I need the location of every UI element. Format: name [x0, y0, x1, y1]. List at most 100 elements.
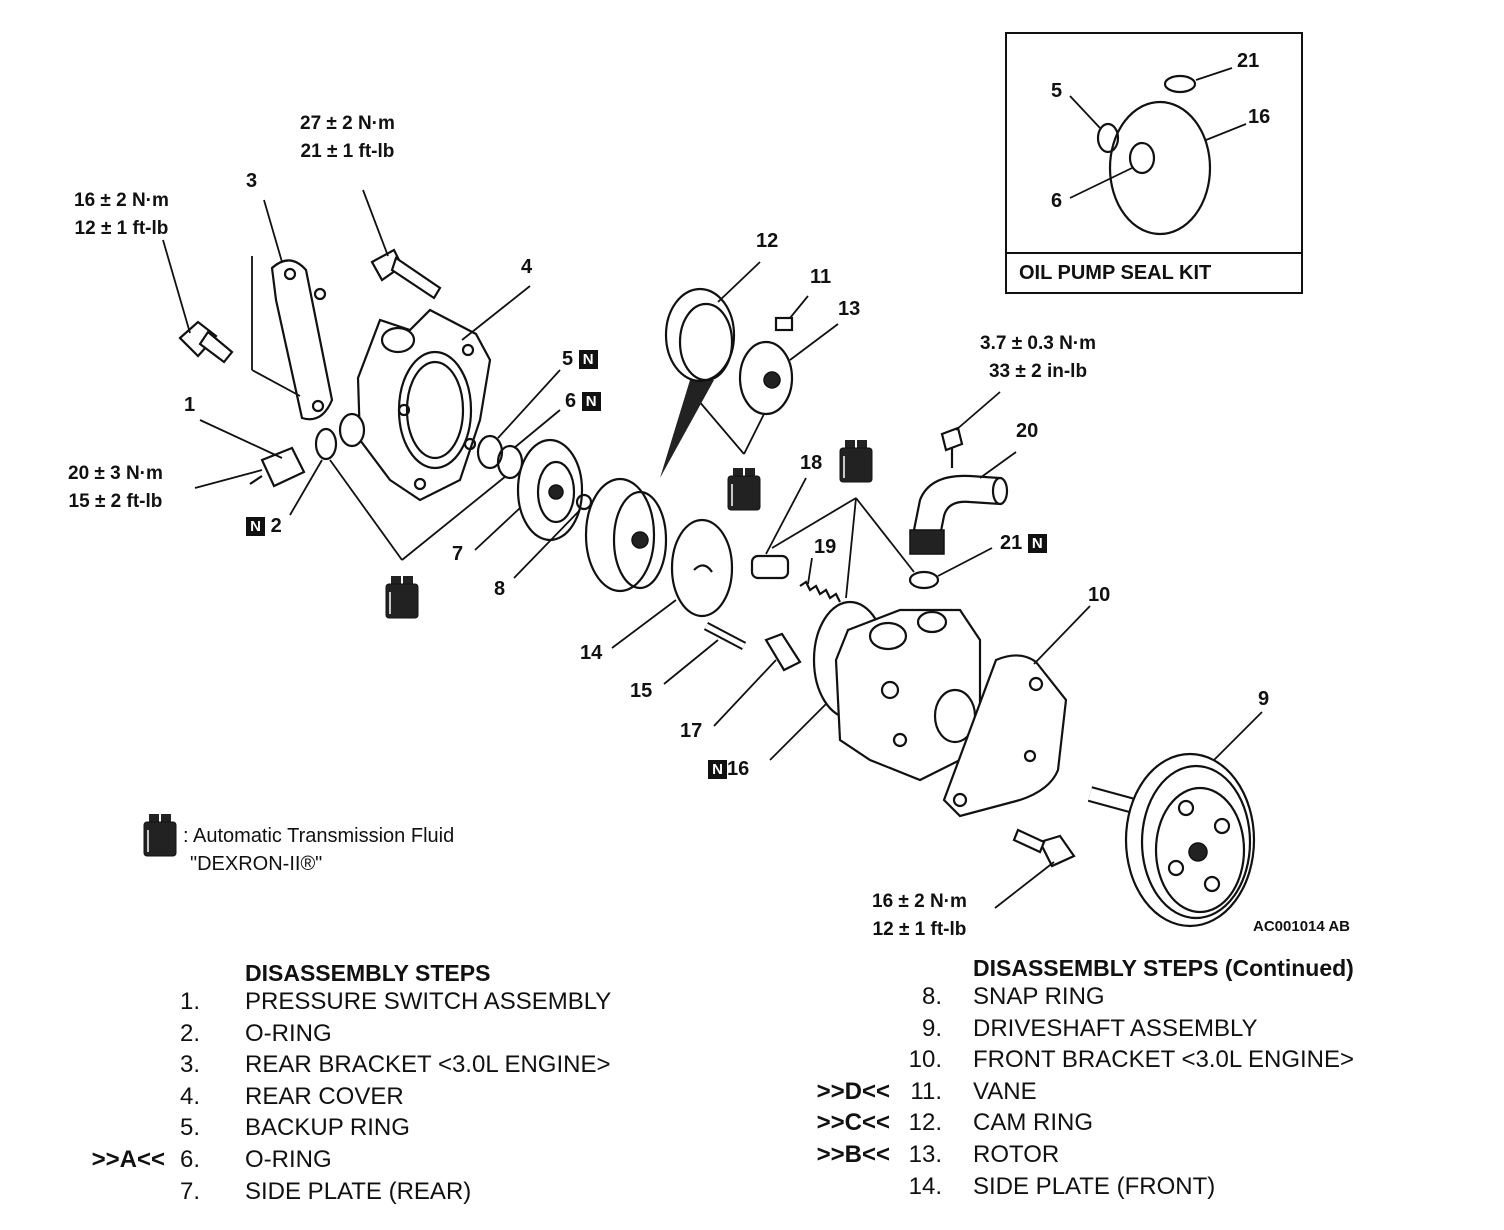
- backup-ring-5: [476, 434, 504, 470]
- step-name: REAR COVER: [245, 1082, 404, 1110]
- step-number: 6.: [179, 1146, 200, 1173]
- step-flag: >>C<<: [816, 1109, 890, 1137]
- step-name: PRESSURE SWITCH ASSEMBLY: [245, 988, 612, 1015]
- step-row: 10. FRONT BRACKET <3.0L ENGINE>: [0, 1046, 1504, 1078]
- atf-bottle-left: [329, 459, 507, 619]
- step-row: >>C<< 12. CAM RING: [0, 1109, 1504, 1141]
- side-plate-front: [611, 518, 734, 649]
- callout-12: 12: [756, 230, 779, 252]
- step-row: 1. PRESSURE SWITCH ASSEMBLY: [0, 988, 1504, 1020]
- step-number: 4.: [179, 1082, 200, 1110]
- bolt-16nm-rear: [162, 239, 234, 364]
- torque-spec-bolt-16nm-front: 16 ± 2 N·m 12 ± 1 ft-lb: [872, 891, 967, 940]
- new-part-mark: N: [708, 760, 727, 780]
- step-number: 10.: [908, 1046, 942, 1074]
- rotor-13: [738, 323, 839, 416]
- atf-legend-spec: "DEXRON-II®": [190, 853, 323, 875]
- step-name: DRIVESHAFT ASSEMBLY: [973, 1014, 1258, 1042]
- cam-ring: [664, 261, 761, 383]
- step-name: VANE: [973, 1077, 1037, 1105]
- new-part-mark: N: [1027, 534, 1047, 554]
- steps-right-title: DISASSEMBLY STEPS (Continued): [973, 955, 1354, 981]
- o-ring-21: [908, 547, 993, 590]
- rotor: [584, 380, 714, 593]
- vane: [774, 316, 794, 332]
- callout-5: 5 N: [562, 348, 598, 370]
- callout-10: 10: [1088, 584, 1111, 606]
- step-number: 8.: [921, 983, 942, 1010]
- step-name: FRONT BRACKET <3.0L ENGINE>: [973, 1046, 1355, 1074]
- callout-7: 7: [452, 543, 464, 565]
- kit-callout-6: 6: [1051, 190, 1063, 212]
- step-name: REAR BRACKET <3.0L ENGINE>: [245, 1051, 611, 1079]
- step-name: SIDE PLATE (REAR): [245, 1177, 472, 1205]
- atf-legend-icon: [143, 813, 177, 857]
- rear-cover: [338, 285, 531, 502]
- bolt-3-7nm: [940, 391, 1001, 468]
- torque-spec-bolt-27nm: 27 ± 2 N·m 21 ± 1 ft-lb: [300, 113, 395, 162]
- torque-spec-pressure-switch: 20 ± 3 N·m 15 ± 2 ft-lb: [68, 463, 163, 512]
- step-number: 12.: [908, 1109, 942, 1137]
- callout-8: 8: [494, 578, 506, 600]
- front-bracket: [942, 605, 1091, 818]
- callout-18: 18: [800, 452, 823, 474]
- callout-20: 20: [1016, 420, 1039, 442]
- step-name: CAM RING: [973, 1109, 1093, 1137]
- step-number: 11.: [910, 1077, 942, 1105]
- spring-19: [799, 557, 841, 603]
- step-name: ROTOR: [973, 1141, 1060, 1168]
- kit-callout-21: 21: [1237, 50, 1260, 72]
- step-name: O-RING: [245, 1146, 332, 1173]
- step-name: BACKUP RING: [245, 1114, 410, 1142]
- callout-14: 14: [580, 642, 603, 664]
- step-number: 1.: [179, 988, 200, 1015]
- step-row: 7.SIDE PLATE (REAR): [0, 1178, 1504, 1210]
- callout-15: 15: [630, 680, 653, 702]
- torque-spec-bolt-16nm-rear: 16 ± 2 N·m 12 ± 1 ft-lb: [74, 190, 169, 239]
- kit-callout-16: 16: [1248, 106, 1271, 128]
- rear-bracket: [251, 199, 334, 421]
- step-row: >>A<< 6. O-RING: [0, 1146, 1504, 1178]
- callout-6: 6 N: [565, 390, 601, 412]
- bolt-27nm: [362, 189, 442, 300]
- step-row: >>D<<11.VANE: [0, 1078, 1504, 1110]
- step-number: 2.: [179, 1019, 200, 1047]
- step-row: 5.BACKUP RING: [0, 1114, 1504, 1146]
- step-flag: >>A<<: [91, 1146, 165, 1173]
- new-part-mark: N: [578, 350, 598, 370]
- step-row: 9.DRIVESHAFT ASSEMBLY: [0, 1015, 1504, 1047]
- o-ring-6: [496, 444, 524, 480]
- figure-code: AC001014 AB: [1253, 918, 1350, 935]
- driveshaft-pulley: [1087, 711, 1263, 928]
- step-row: 4. REAR COVER: [0, 1083, 1504, 1115]
- seal-kit-title-row: OIL PUMP SEAL KIT: [1007, 252, 1301, 292]
- steps-left-title: DISASSEMBLY STEPS: [245, 960, 491, 986]
- step-row: 3. REAR BRACKET <3.0L ENGINE>: [0, 1051, 1504, 1083]
- step-flag: >>B<<: [816, 1141, 890, 1168]
- pump-body: [834, 608, 982, 782]
- callout-11: 11: [810, 266, 832, 288]
- kit-callout-5: 5: [1051, 80, 1063, 102]
- step-row: 8.SNAP RING: [0, 983, 1504, 1015]
- step-number: 3.: [179, 1051, 200, 1079]
- new-part-mark: N: [246, 517, 265, 537]
- step-number: 13.: [908, 1141, 942, 1168]
- flow-valve-18: [750, 477, 807, 580]
- seal-kit-parts: [1069, 67, 1247, 236]
- atf-legend-text: : Automatic Transmission Fluid: [183, 825, 455, 847]
- suction-hose-20: [909, 451, 1017, 555]
- callout-19: 19: [814, 536, 837, 558]
- step-name: O-RING: [245, 1019, 332, 1047]
- step-row: 2. O-RING: [0, 1020, 1504, 1052]
- callout-17: 17: [680, 720, 703, 742]
- seal-kit-title: OIL PUMP SEAL KIT: [1019, 262, 1212, 284]
- step-row: 14.SIDE PLATE (FRONT): [0, 1173, 1504, 1205]
- callout-2: N 2: [246, 515, 282, 537]
- new-part-mark: N: [581, 392, 601, 412]
- callout-9: 9: [1258, 688, 1270, 710]
- step-row: >>B<< 13. ROTOR: [0, 1141, 1504, 1173]
- callout-21: 21 N: [1000, 532, 1047, 554]
